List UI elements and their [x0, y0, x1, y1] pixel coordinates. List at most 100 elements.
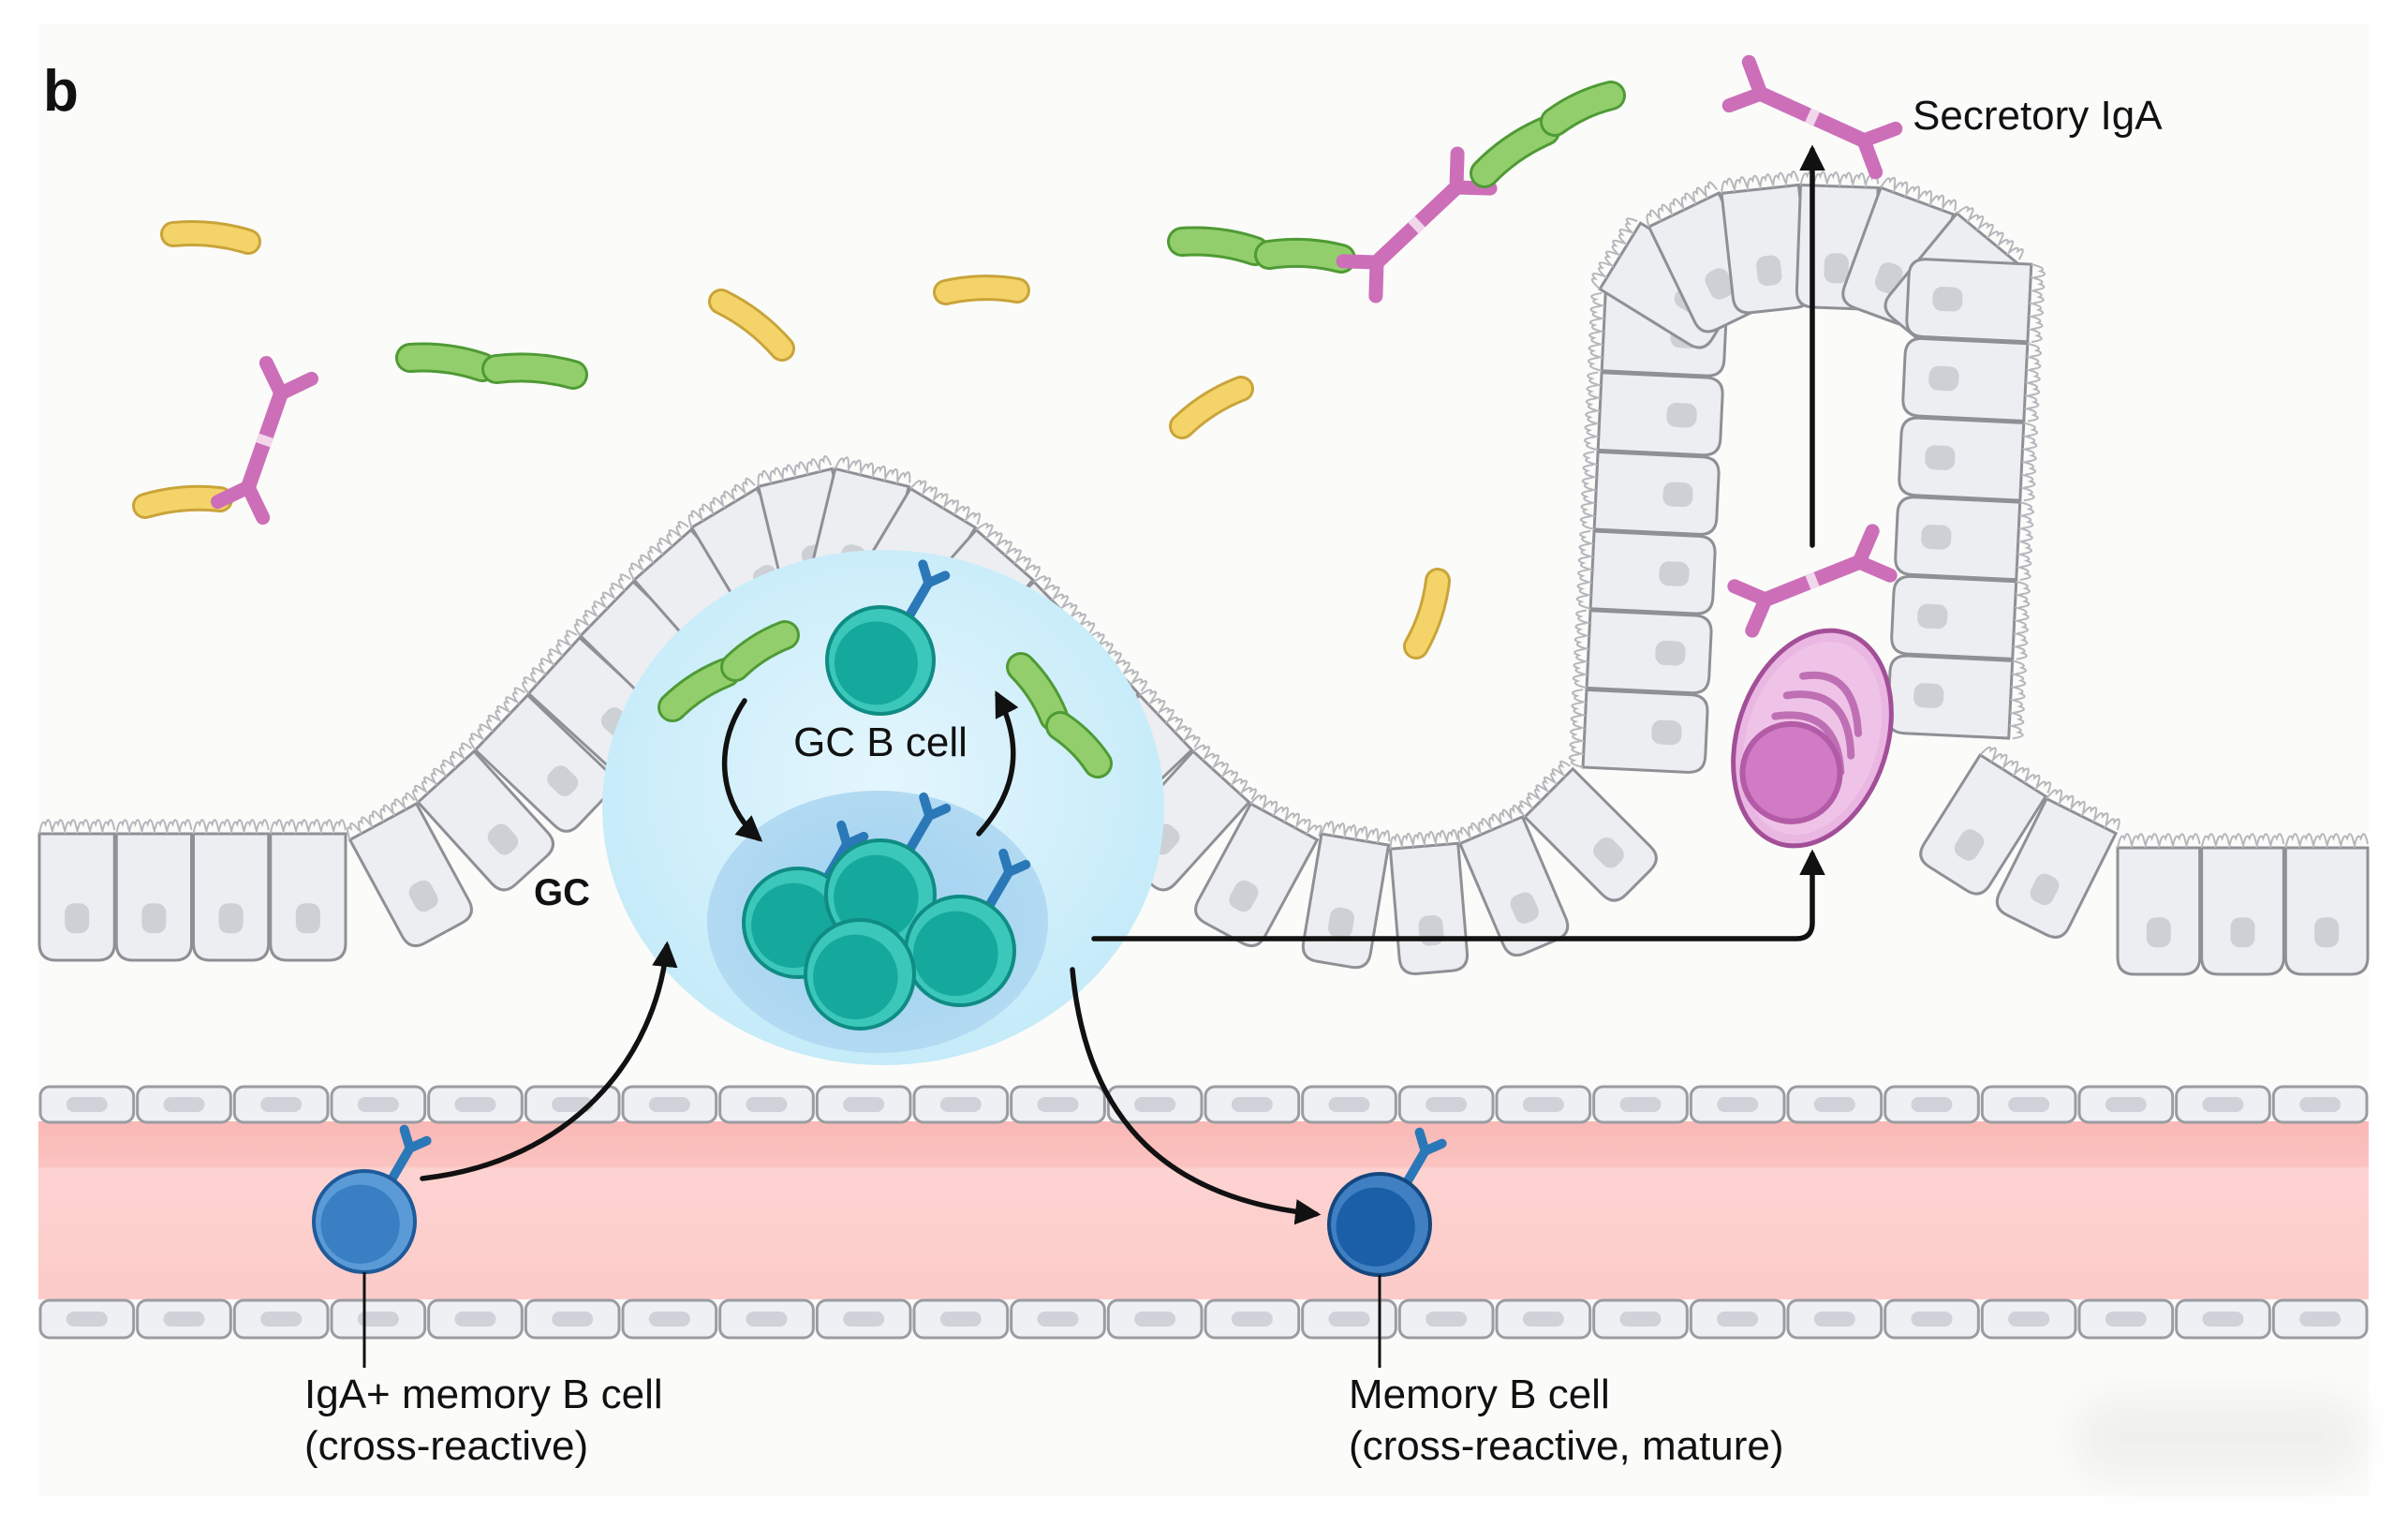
background-smudge: [2075, 1396, 2365, 1480]
microvilli: [2020, 422, 2039, 502]
microvilli: [1979, 746, 2052, 794]
endothelial-nucleus: [1619, 1097, 1662, 1112]
bcr-stem: [905, 810, 935, 853]
epithelial-nucleus: [1655, 640, 1686, 666]
memory-b-cell-nucleus: [1336, 1187, 1415, 1267]
secretory-iga: [1721, 54, 1903, 180]
iga-arm: [1336, 254, 1384, 270]
epithelial-nucleus: [547, 765, 579, 796]
epithelial-nucleus: [1651, 719, 1682, 746]
microvilli: [2284, 833, 2369, 849]
epithelial-nucleus: [1925, 445, 1956, 470]
epithelial-cell: [1898, 416, 2039, 502]
bcr-arm: [1004, 859, 1031, 877]
iga-arm: [1856, 121, 1903, 148]
epithelial-cell-body: [1995, 796, 2119, 939]
microvilli: [1579, 451, 1598, 531]
endothelial-nucleus: [648, 1312, 690, 1327]
yellow-bacterium: [163, 223, 259, 252]
epithelial-cell: [1579, 450, 1721, 536]
iga-crosslinking-bacteria: [1336, 146, 1498, 304]
epithelial-nucleus: [1593, 837, 1624, 868]
epithelial-nucleus: [1327, 907, 1354, 939]
endothelial-nucleus: [2202, 1312, 2244, 1327]
iga-arm: [1449, 146, 1465, 195]
endothelial-nucleus: [163, 1097, 205, 1112]
microvilli: [269, 819, 347, 835]
epithelial-cell: [1886, 654, 2027, 740]
arrow-gc-cycle-up: [976, 690, 1019, 837]
memory-b-cell: [1327, 1127, 1447, 1277]
epithelial-cell: [2283, 833, 2370, 976]
bcr-arm: [842, 831, 869, 849]
epithelial-cell-body: [114, 832, 193, 962]
endothelial-nucleus: [1522, 1097, 1564, 1112]
epithelial-cell-body: [1905, 258, 2033, 344]
endothelial-nucleus: [163, 1312, 205, 1327]
endothelial-nucleus: [2299, 1097, 2342, 1112]
epithelial-cell: [1301, 820, 1391, 970]
endothelial-nucleus: [552, 1312, 594, 1327]
endothelial-nucleus: [454, 1097, 496, 1112]
epithelial-cell-body: [2283, 846, 2370, 976]
endothelial-nucleus: [648, 1097, 690, 1112]
epithelial-cell-body: [1588, 529, 1717, 615]
microvilli: [909, 480, 982, 526]
microvilli: [1457, 804, 1522, 844]
epithelial-cell-body: [1592, 450, 1721, 536]
endothelial-nucleus: [1813, 1097, 1855, 1112]
microvilli: [1086, 631, 1148, 692]
microvilli: [687, 477, 756, 528]
microvilli: [2009, 660, 2027, 740]
plasma-cell-er: [1799, 671, 1862, 737]
epithelial-cell: [1905, 258, 2046, 344]
plasma-cell-nucleus: [1739, 720, 1843, 824]
panel-label: b: [43, 59, 79, 124]
endothelial-nucleus: [939, 1097, 982, 1112]
microvilli: [2028, 263, 2046, 343]
microvilli: [1192, 744, 1257, 800]
epithelial-cell: [269, 819, 347, 962]
epithelial-cell: [114, 819, 193, 962]
iga-memory-b-cell: [312, 1124, 432, 1274]
microvilli: [2013, 580, 2031, 660]
microvilli: [2046, 789, 2120, 831]
endothelial-nucleus: [1813, 1312, 1855, 1327]
epithelial-cell: [1919, 746, 2052, 896]
microvilli: [1646, 181, 1719, 228]
iga-arm: [1852, 524, 1880, 570]
epithelial-cell: [1568, 688, 1709, 774]
endothelial-nucleus: [454, 1312, 496, 1327]
endothelial-nucleus: [1231, 1097, 1273, 1112]
epithelial-cell: [192, 819, 271, 962]
epithelial-cell-body: [2116, 846, 2202, 976]
yellow-bacterium: [711, 291, 792, 359]
epithelial-cell-body: [192, 832, 271, 962]
arrow-gc-cycle-down: [721, 698, 763, 842]
yellow-bacterium: [936, 277, 1027, 303]
microvilli: [1583, 371, 1602, 452]
epithelial-nucleus: [2230, 917, 2255, 948]
microvilli: [1587, 291, 1605, 372]
epithelial-cell-body: [1890, 574, 2018, 660]
endothelial-nucleus: [1426, 1312, 1468, 1327]
endothelial-nucleus: [1717, 1312, 1759, 1327]
bcr-stem: [387, 1143, 415, 1184]
flow-arrows: [420, 144, 1825, 1225]
endothelial-nucleus: [843, 1312, 885, 1327]
epithelial-nucleus: [1954, 829, 1985, 861]
epithelial-cell-body: [1585, 609, 1713, 695]
microvilli: [1956, 205, 2024, 260]
endothelial-nucleus: [260, 1097, 303, 1112]
endothelial-nucleus: [1328, 1097, 1370, 1112]
iga-arm: [1741, 54, 1768, 101]
microvilli: [1139, 689, 1201, 749]
microvilli: [1033, 575, 1096, 634]
endothelial-nucleus: [939, 1312, 982, 1327]
microvilli: [1568, 689, 1587, 768]
iga-bound-bacterium: [211, 356, 318, 525]
microvilli: [1249, 794, 1322, 838]
green-bacterium: [1048, 714, 1110, 776]
epithelial-nucleus: [1418, 914, 1444, 946]
